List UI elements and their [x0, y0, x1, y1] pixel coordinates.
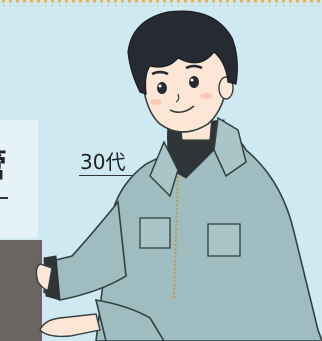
collar-right	[213, 116, 247, 178]
hair	[127, 10, 238, 95]
eye-right	[189, 76, 199, 88]
zipper	[173, 175, 179, 301]
dotted-border-top	[0, 0, 322, 6]
pocket-left	[139, 217, 171, 249]
monitor-edge	[0, 240, 42, 341]
age-label: 30代	[80, 150, 126, 174]
nose	[175, 93, 180, 103]
hand-left	[35, 263, 53, 291]
pocket-right	[207, 223, 241, 257]
eye-left	[157, 82, 167, 94]
collar-left	[149, 140, 179, 198]
heading-fragment: 管	[0, 138, 7, 186]
jacket-sleeve-right	[94, 298, 165, 341]
text-panel	[0, 120, 38, 238]
hand-right	[39, 313, 101, 338]
heading-dash	[0, 197, 8, 199]
mouth	[169, 105, 195, 114]
age-underline	[79, 175, 175, 176]
eyebrow-right	[185, 64, 203, 70]
heading-fragment-text: 管	[0, 145, 7, 184]
jacket-sleeve-left	[43, 200, 127, 301]
eyebrow-left	[151, 70, 169, 76]
